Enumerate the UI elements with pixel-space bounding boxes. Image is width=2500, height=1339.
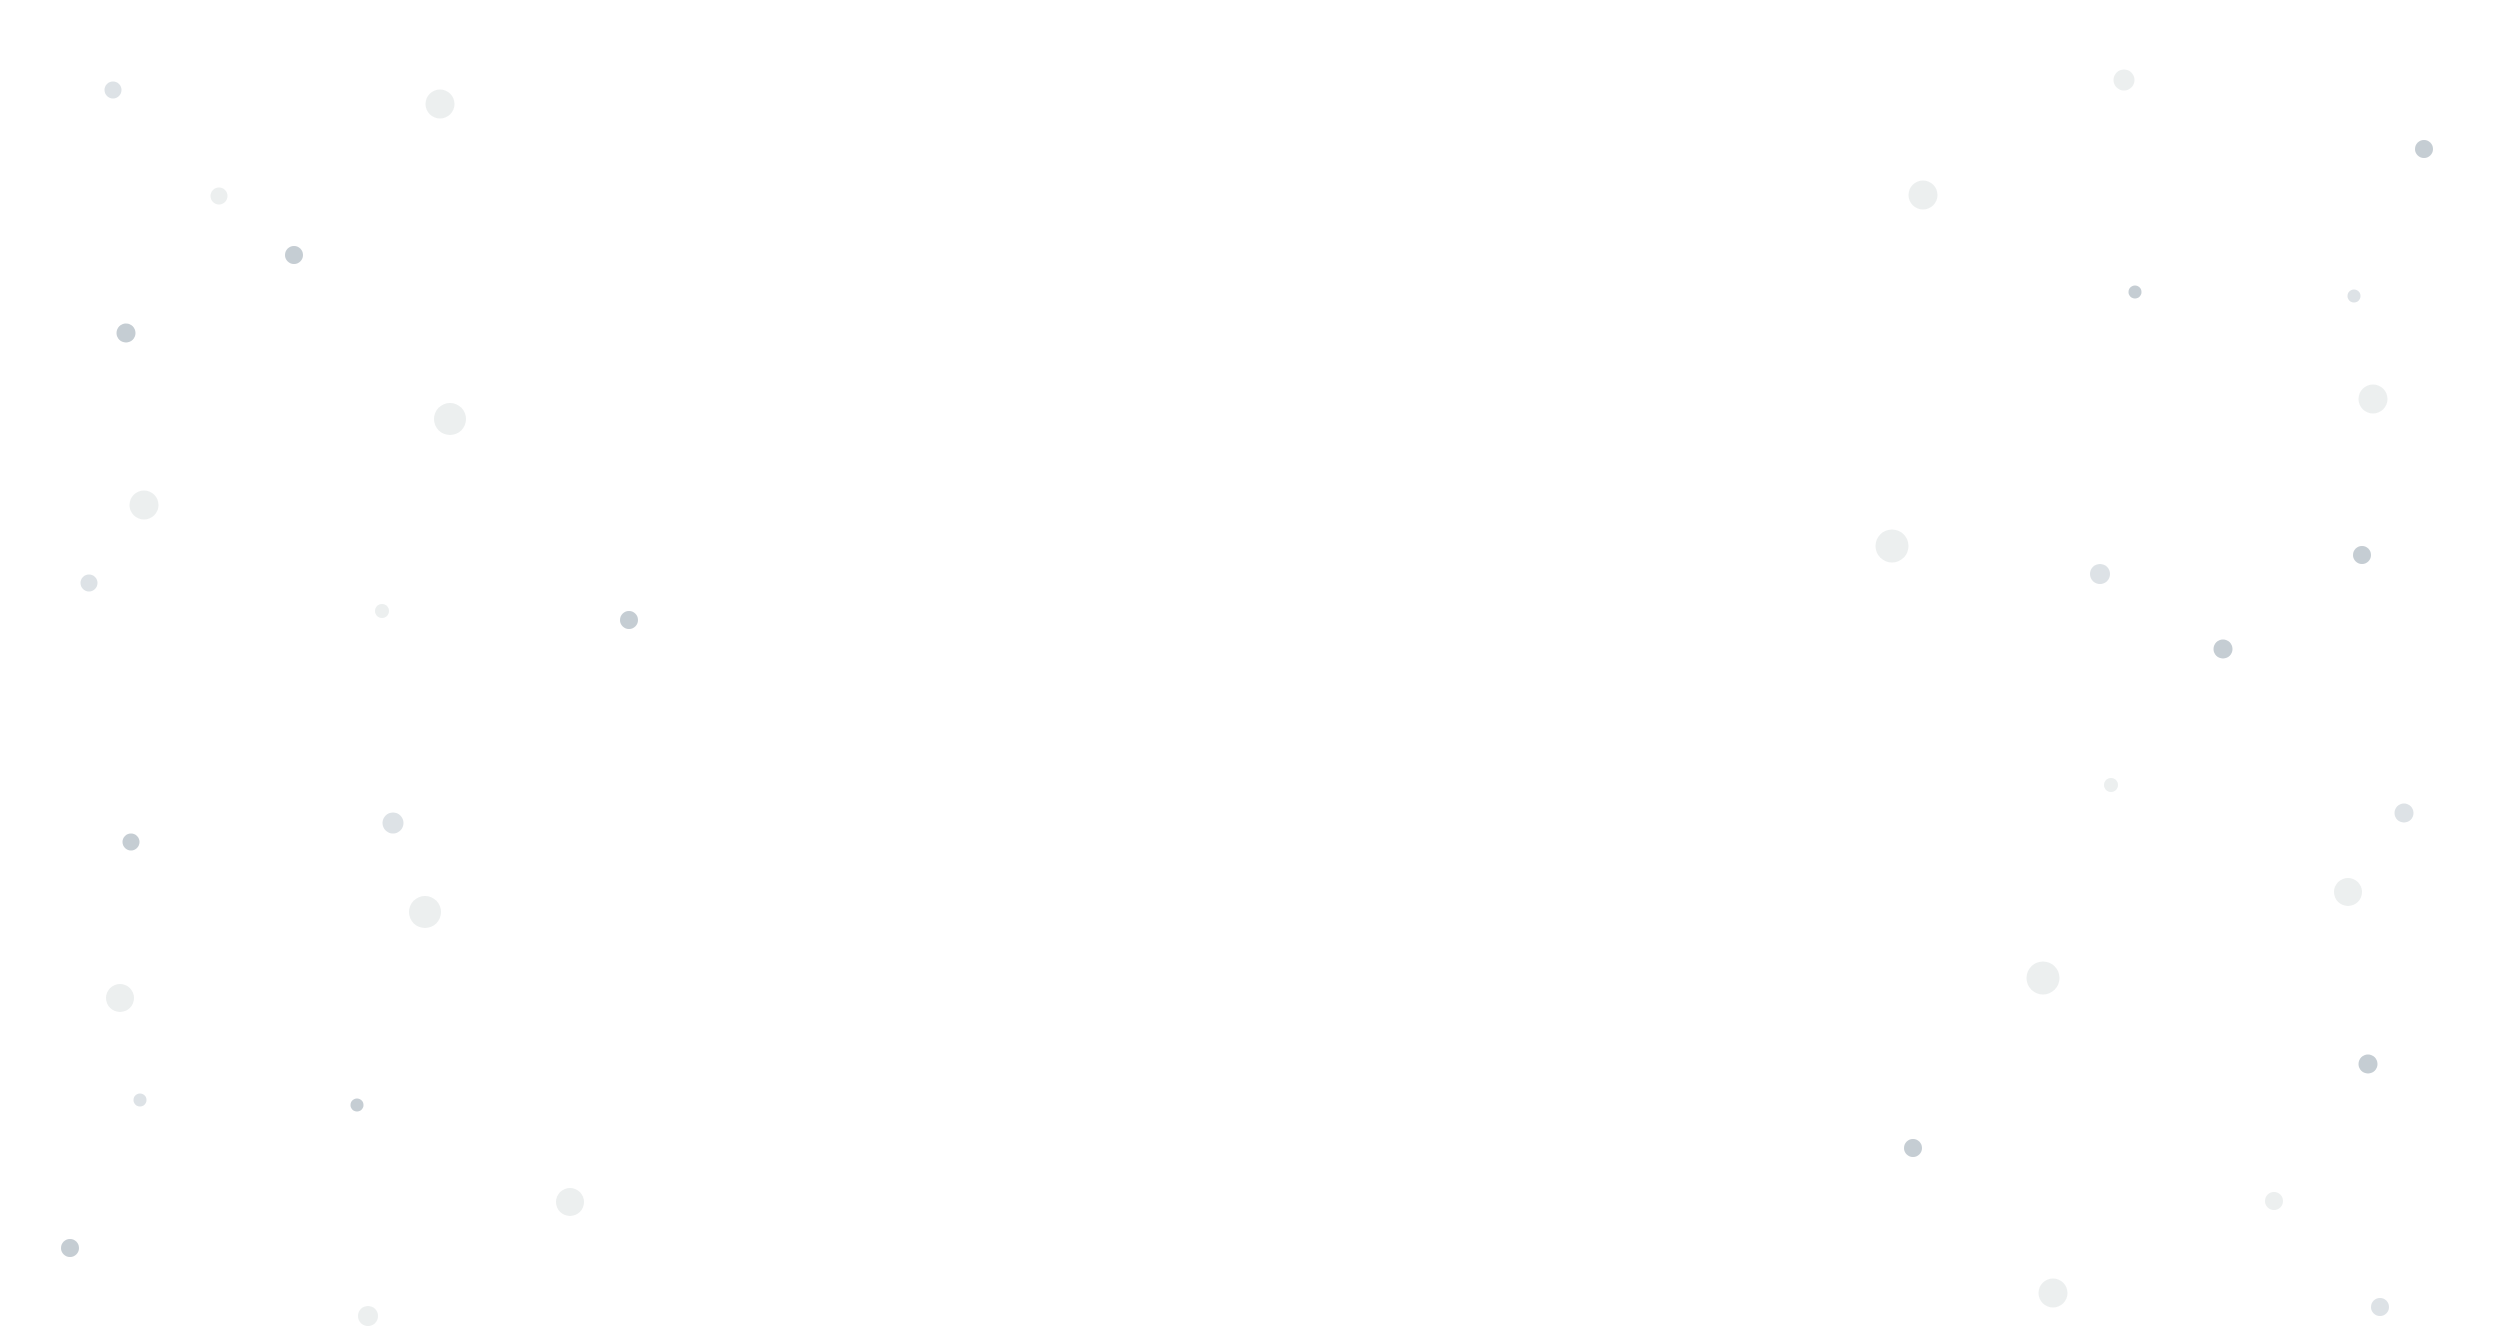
decorative-dot: [2334, 878, 2362, 906]
decorative-dot: [2038, 1278, 2068, 1308]
decorative-dot: [1904, 1139, 1922, 1157]
decorative-dot: [425, 89, 455, 119]
decorative-dot: [2358, 1054, 2378, 1074]
decorative-dot: [2394, 803, 2414, 823]
decorative-dot: [2353, 546, 2371, 564]
decorative-dot: [358, 1306, 378, 1326]
decorative-dot: [2213, 639, 2233, 659]
decorative-dot: [375, 604, 389, 618]
decorative-dot: [80, 574, 98, 592]
decorative-dot: [1908, 180, 1938, 210]
decorative-dot: [620, 611, 638, 629]
decorative-dot: [2371, 1298, 2389, 1316]
decorative-dot: [2358, 384, 2388, 414]
decorative-dot: [434, 403, 466, 435]
decorative-dot: [285, 246, 303, 264]
decorative-dot: [61, 1239, 79, 1257]
decorative-dot: [350, 1098, 364, 1112]
decorative-dot: [2090, 564, 2110, 584]
decorative-dot: [210, 187, 228, 205]
decorative-dot: [2347, 289, 2361, 303]
decorative-dot: [2128, 285, 2142, 299]
decorative-dot: [106, 984, 134, 1012]
decorative-dot: [409, 896, 441, 928]
decorative-dot: [2026, 961, 2060, 995]
decorative-dot: [1875, 529, 1909, 563]
decorative-dot: [2265, 1192, 2283, 1210]
decorative-dot: [133, 1093, 147, 1107]
decorative-dot: [104, 81, 122, 99]
decorative-dot: [2415, 140, 2433, 158]
decorative-dot: [2104, 778, 2118, 792]
decorative-dot: [556, 1188, 584, 1216]
decorative-dot: [122, 833, 140, 851]
decorative-dot: [382, 812, 404, 834]
decorative-dot: [2113, 69, 2135, 91]
decorative-dot: [129, 490, 159, 520]
decorative-dot: [116, 323, 136, 343]
